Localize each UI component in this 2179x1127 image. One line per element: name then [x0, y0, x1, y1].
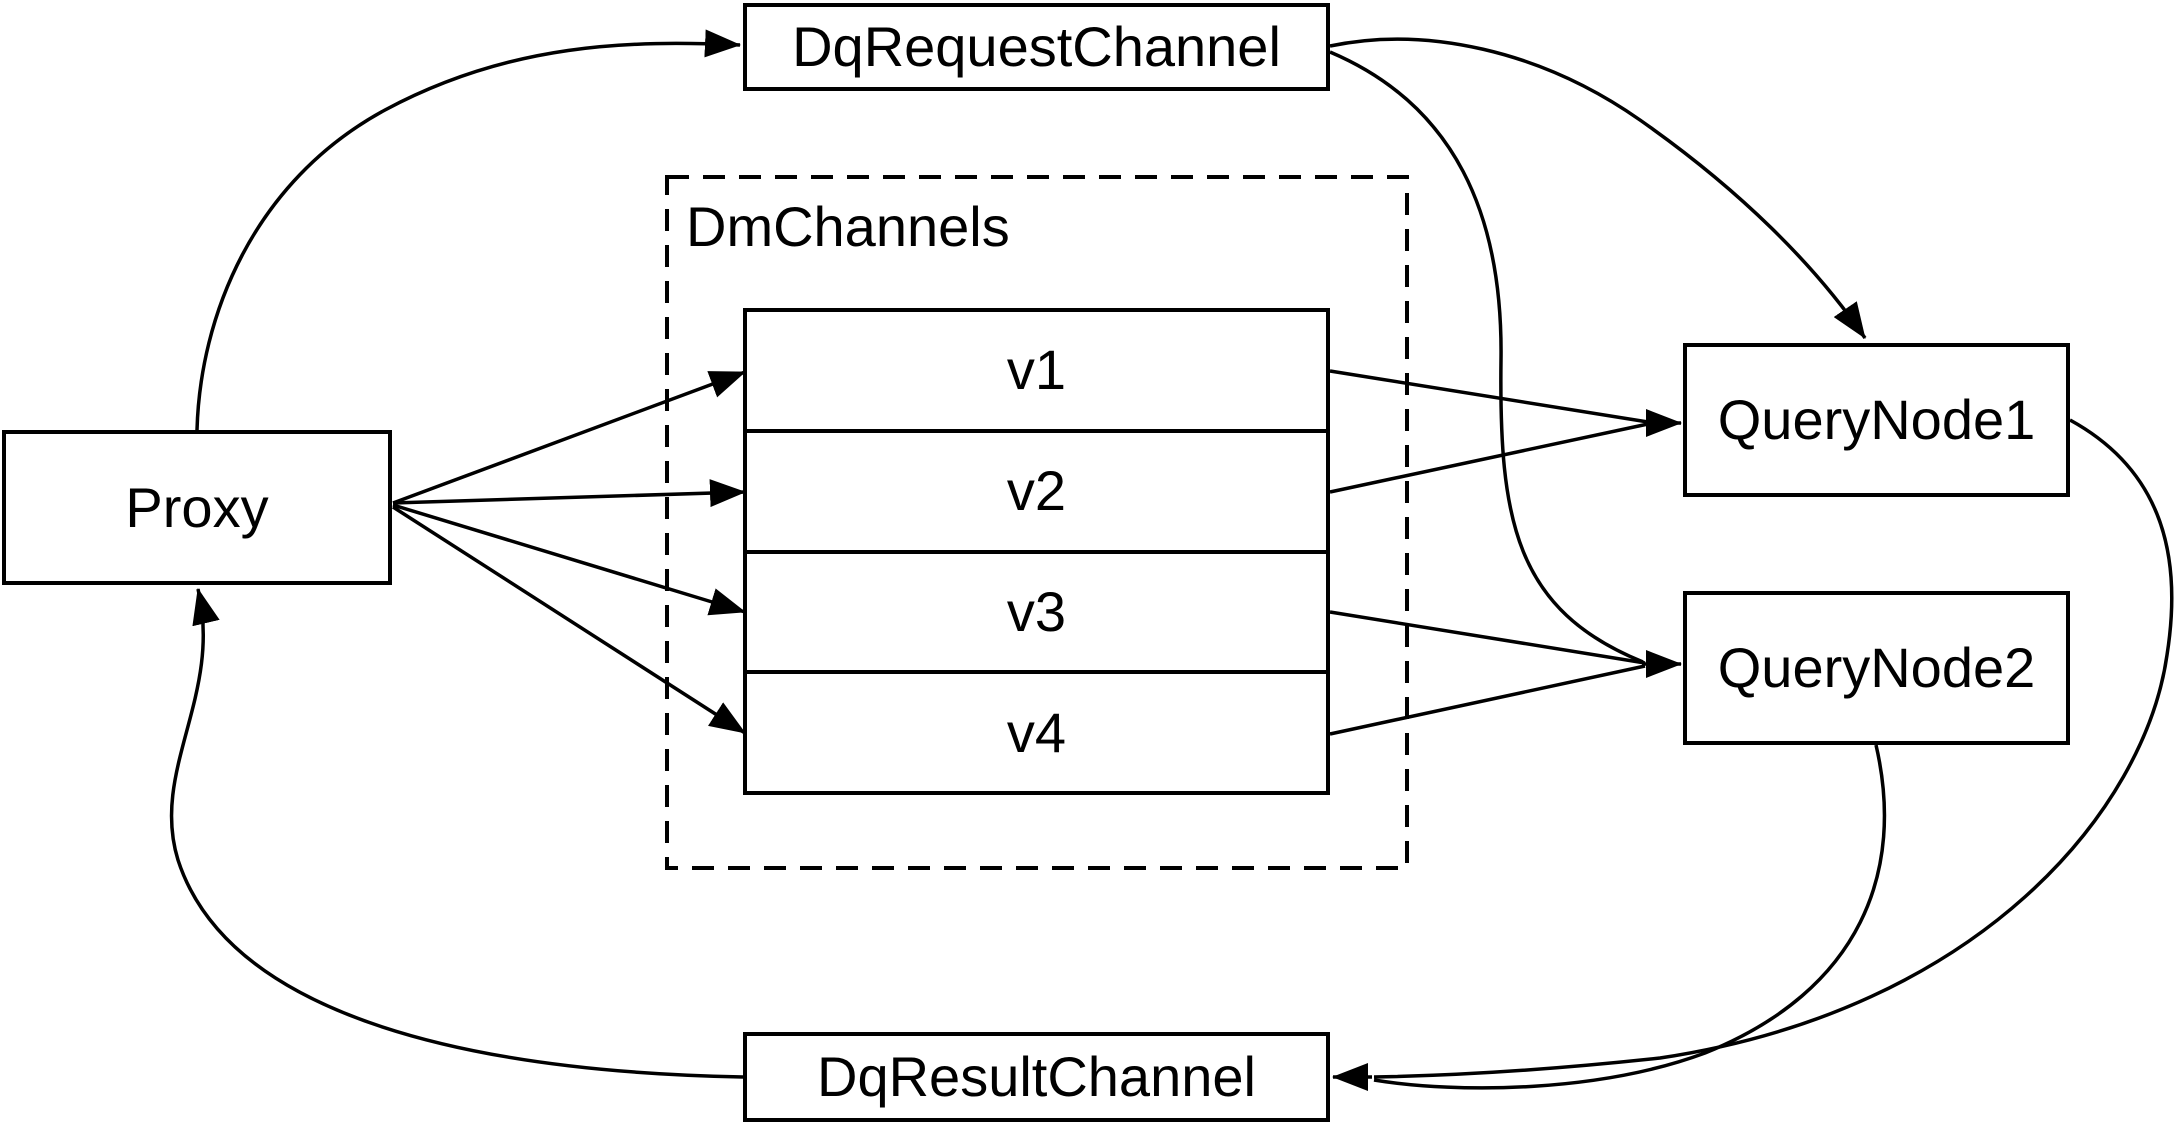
edge-proxy-to-v1: [392, 370, 746, 505]
node-dq-result-channel-label: DqResultChannel: [817, 1045, 1256, 1108]
dm-channels-group-label: DmChannels: [686, 195, 1010, 258]
channel-v3-label: v3: [1006, 579, 1067, 643]
edge-proxy-to-dqrequestchannel: [195, 29, 741, 431]
channel-row-v1: v1: [747, 312, 1326, 429]
node-query-node-1-label: QueryNode1: [1717, 388, 2036, 451]
node-proxy: Proxy: [2, 430, 392, 585]
channel-row-v4: v4: [747, 670, 1326, 791]
node-query-node-1: QueryNode1: [1683, 343, 2070, 497]
node-dq-result-channel: DqResultChannel: [743, 1032, 1330, 1122]
channel-stack: v1 v2 v3 v4: [743, 308, 1330, 795]
channel-v4-label: v4: [1006, 700, 1067, 764]
channel-row-v3: v3: [747, 549, 1326, 671]
node-dq-request-channel: DqRequestChannel: [743, 3, 1330, 91]
edge-querynode1-to-dqresultchannel: [1373, 418, 2174, 1079]
node-dq-request-channel-label: DqRequestChannel: [792, 15, 1281, 78]
edge-v4-to-querynode2: [1329, 664, 1646, 736]
channel-row-v2: v2: [747, 428, 1326, 550]
edge-dqrequestchannel-to-querynode1: [1329, 37, 1867, 339]
edge-querynode2-to-dqresultchannel: [1373, 744, 1887, 1090]
node-query-node-2-label: QueryNode2: [1717, 636, 2036, 699]
node-query-node-2: QueryNode2: [1683, 591, 2070, 745]
edge-v1-to-querynode1: [1329, 369, 1649, 424]
edge-v3-to-querynode2: [1329, 610, 1646, 665]
edge-proxy-to-v2: [392, 479, 746, 508]
edge-dqresultchannel-to-proxy: [169, 588, 744, 1079]
channel-v2-label: v2: [1006, 459, 1067, 523]
edge-proxy-to-v4: [392, 505, 746, 735]
channel-v1-label: v1: [1006, 338, 1067, 402]
edge-dqrequestchannel-to-querynode2: [1329, 50, 1644, 664]
node-proxy-label: Proxy: [125, 475, 269, 539]
edge-v2-to-querynode1: [1329, 422, 1649, 494]
edge-proxy-to-v3: [392, 503, 746, 616]
